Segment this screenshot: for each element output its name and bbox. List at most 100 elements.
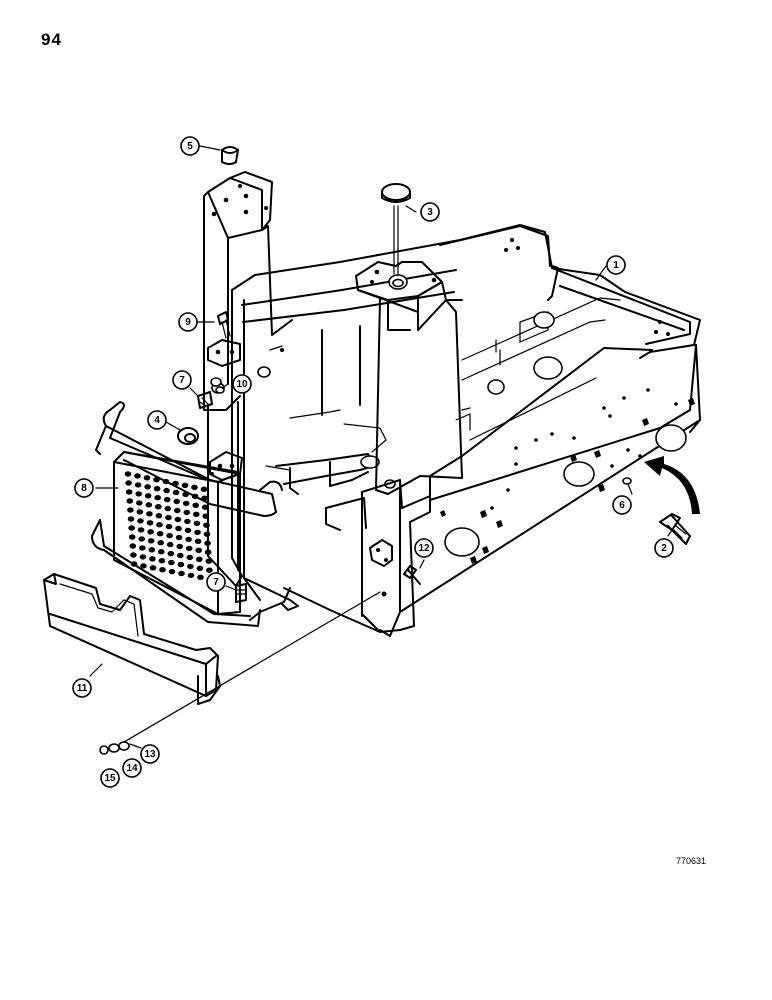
- callout-label: 7: [213, 577, 219, 588]
- grille-hole: [136, 509, 144, 515]
- grille-hole: [201, 504, 209, 510]
- callout-c11: 11: [72, 678, 92, 698]
- callout-label: 13: [144, 749, 156, 760]
- grille-hole: [177, 552, 184, 559]
- callout-c14: 14: [122, 758, 142, 778]
- grille-hole: [175, 534, 183, 541]
- callout-label: 5: [187, 141, 193, 152]
- grille-hole: [158, 558, 166, 564]
- grille-hole: [193, 520, 201, 526]
- callout-circle: [122, 758, 142, 778]
- grille-hole: [193, 511, 200, 517]
- grille-hole: [194, 529, 201, 535]
- grille-hole: [178, 570, 185, 577]
- grille-hole: [203, 522, 210, 528]
- grille-hole: [204, 540, 211, 546]
- grille-hole: [166, 532, 173, 539]
- grille-hole: [168, 568, 176, 575]
- grille-hole: [156, 522, 163, 528]
- callout-circle: [180, 136, 200, 156]
- grille-hole: [184, 527, 192, 534]
- grille-hole: [128, 534, 136, 540]
- grille-hole: [163, 487, 170, 494]
- grille-hole: [195, 547, 202, 553]
- grille-hole: [173, 498, 180, 505]
- callout-circle: [420, 202, 440, 222]
- grille-hole: [143, 475, 151, 481]
- grille-hole: [185, 545, 193, 552]
- grille-hole: [166, 541, 174, 548]
- callout-circle: [100, 768, 120, 788]
- grille-hole: [197, 574, 204, 580]
- callout-label: 10: [236, 379, 248, 390]
- grille-hole: [134, 482, 142, 488]
- grille-hole: [165, 523, 173, 530]
- grille-hole: [127, 507, 134, 513]
- page-number: 94: [41, 30, 62, 49]
- callout-label: 11: [77, 683, 88, 694]
- grille-hole: [163, 496, 171, 503]
- callout-c13: 13: [140, 744, 160, 764]
- callout-c15: 15: [100, 768, 120, 788]
- grille-hole: [206, 567, 213, 573]
- grille-hole: [140, 563, 147, 569]
- grille-hole: [183, 509, 191, 516]
- callout-c1: 1: [606, 255, 626, 275]
- grille-hole: [134, 473, 141, 479]
- grille-hole: [165, 514, 172, 521]
- grille-hole: [126, 498, 134, 504]
- grille-hole: [146, 511, 153, 517]
- grille-hole: [154, 495, 161, 501]
- callout-c8: 8: [74, 478, 94, 498]
- callout-c6: 6: [612, 495, 632, 515]
- grille-hole: [194, 538, 202, 544]
- grille-hole: [157, 540, 164, 546]
- grille-hole: [164, 505, 172, 512]
- callout-c4: 4: [147, 410, 167, 430]
- callout-c12: 12: [414, 538, 434, 558]
- grille-hole: [174, 516, 182, 523]
- grille-hole: [184, 518, 191, 525]
- callout-label: 3: [427, 207, 433, 218]
- callout-circle: [654, 538, 674, 558]
- callout-circle: [74, 478, 94, 498]
- grille-hole: [155, 504, 162, 510]
- grille-hole: [167, 550, 175, 557]
- grille-hole: [174, 507, 181, 514]
- grille-hole: [192, 502, 199, 508]
- callout-c7a: 7: [172, 370, 192, 390]
- callout-label: 9: [185, 317, 191, 328]
- callout-circle: [612, 495, 632, 515]
- grille-hole: [204, 549, 212, 555]
- grille-hole: [205, 558, 213, 564]
- grille-hole: [187, 572, 195, 579]
- grille-hole: [139, 545, 146, 551]
- grille-hole: [155, 513, 163, 519]
- grille-hole: [182, 500, 190, 507]
- grille-hole: [202, 513, 210, 519]
- callout-circle: [606, 255, 626, 275]
- curved-arrow: [644, 456, 700, 514]
- front-grille: [113, 451, 241, 615]
- grille-hole: [177, 561, 185, 568]
- grille-hole: [191, 484, 198, 490]
- callout-c9: 9: [178, 312, 198, 332]
- small-parts: [99, 146, 691, 755]
- grille-hole: [158, 549, 165, 555]
- grille-hole: [129, 543, 137, 549]
- grille-hole: [172, 489, 180, 496]
- grille-hole: [147, 538, 155, 544]
- grille-hole: [187, 563, 194, 570]
- figure-id: 770631: [676, 856, 707, 866]
- grille-hole: [156, 531, 164, 537]
- callout-circle: [414, 538, 434, 558]
- callout-label: 6: [619, 500, 625, 511]
- grille-hole: [149, 565, 157, 571]
- callout-c2: 2: [654, 538, 674, 558]
- right-tower: [355, 261, 471, 495]
- grille-hole: [175, 525, 182, 532]
- grille-hole: [127, 516, 135, 522]
- callout-circle: [147, 410, 167, 430]
- callout-circle: [140, 744, 160, 764]
